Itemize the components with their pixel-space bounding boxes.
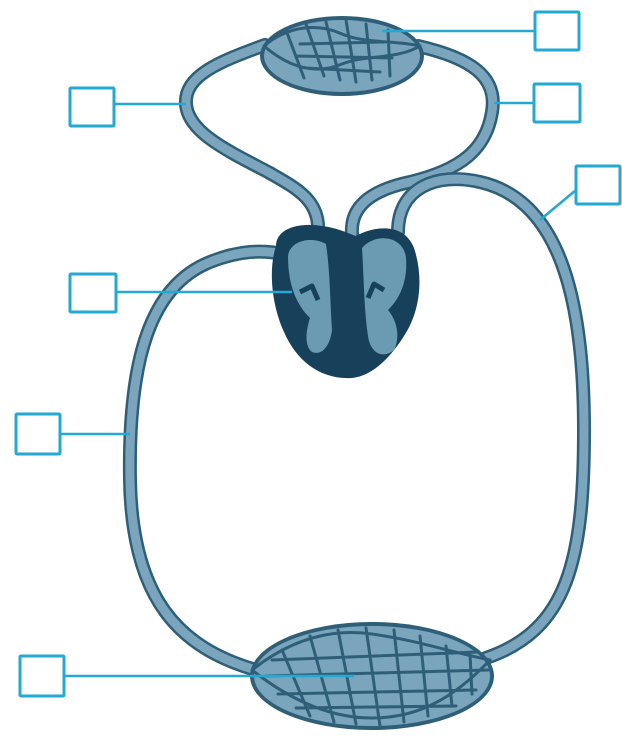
heart	[272, 225, 420, 378]
lung-capillary-bed	[260, 16, 424, 96]
label-box-body-capillaries[interactable]	[20, 656, 64, 696]
leader-aorta	[540, 190, 576, 220]
aorta-vessel	[398, 179, 584, 658]
label-box-pulmonary-vein[interactable]	[534, 84, 580, 122]
label-box-lung-capillaries[interactable]	[535, 12, 579, 50]
label-box-heart-chamber[interactable]	[70, 274, 116, 312]
vena-cava-vessel	[130, 252, 284, 670]
label-box-aorta[interactable]	[576, 166, 620, 204]
label-box-vena-cava[interactable]	[16, 414, 60, 454]
label-box-pulmonary-artery[interactable]	[70, 88, 114, 126]
heart-septum	[344, 290, 346, 376]
